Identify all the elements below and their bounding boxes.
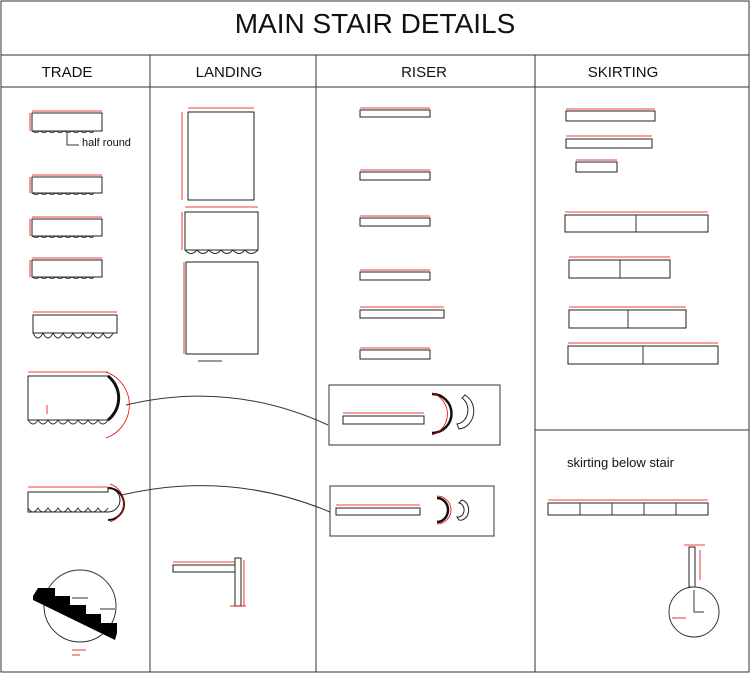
skirting-below-stair-detail: [547, 499, 720, 638]
column-header-landing: LANDING: [196, 64, 263, 81]
stair-section-detail: [33, 569, 117, 656]
trade-profiles: half round: [27, 110, 131, 656]
trade-bullnose-small: [27, 483, 125, 523]
trade-bullnose-large: [27, 371, 130, 439]
riser-bullnose-large-box: [328, 384, 501, 446]
page-title: MAIN STAIR DETAILS: [235, 8, 516, 39]
skirting-below-stair-label: skirting below stair: [567, 455, 675, 470]
trade-profile: [29, 110, 103, 146]
trade-profile: [29, 216, 103, 238]
half-round-label: half round: [82, 137, 131, 149]
column-header-riser: RISER: [401, 64, 447, 81]
riser-bullnose-small-box: [329, 485, 495, 537]
riser-profiles: [328, 107, 501, 537]
trade-profile: [32, 311, 118, 339]
skirting-profiles: [564, 108, 719, 365]
column-header-trade: TRADE: [42, 64, 93, 81]
landing-profiles: [172, 107, 259, 607]
connector-line: [125, 395, 329, 426]
trade-profile: [29, 174, 103, 195]
connector-line: [121, 485, 331, 513]
trade-profile: [29, 257, 103, 279]
column-header-skirting: SKIRTING: [588, 64, 659, 81]
